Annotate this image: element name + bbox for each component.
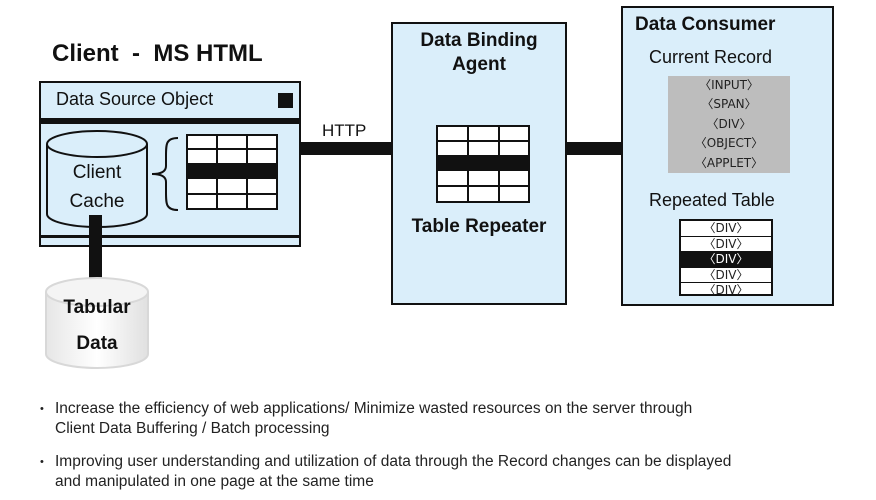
data-consumer-title: Data Consumer — [635, 14, 776, 35]
current-record-item: 〈APPLET〉 — [694, 155, 764, 170]
repeated-table-row: 〈DIV〉 — [681, 237, 771, 253]
client-to-agent-connector — [301, 142, 391, 155]
data-source-square-icon — [278, 93, 293, 108]
tabular-label-line1: Tabular — [63, 297, 131, 318]
tabular-label-line2: Data — [76, 333, 118, 354]
data-source-divider — [41, 118, 299, 124]
repeated-table-row-highlighted: 〈DIV〉 — [681, 252, 771, 268]
client-cache-cylinder — [46, 130, 148, 228]
current-record-label: Current Record — [649, 47, 773, 67]
current-record-item: 〈SPAN〉 — [701, 97, 757, 112]
current-record-item: 〈DIV〉 — [706, 116, 752, 131]
client-cache-label-line2: Cache — [69, 191, 125, 212]
cache-to-tabular-connector — [89, 215, 102, 283]
client-bottom-divider — [41, 235, 299, 238]
client-table-grid — [186, 134, 278, 210]
bullet-item: • Improving user understanding and utili… — [40, 452, 865, 492]
current-record-item: 〈OBJECT〉 — [694, 136, 764, 151]
brace-icon — [151, 137, 179, 211]
bullet-dot-icon: • — [40, 403, 44, 415]
agent-table-grid — [436, 125, 530, 203]
table-repeater-label: Table Repeater — [411, 216, 547, 237]
tabular-data-cylinder — [45, 277, 149, 369]
agent-to-consumer-connector — [567, 142, 621, 155]
current-record-list: 〈INPUT〉 〈SPAN〉 〈DIV〉 〈OBJECT〉 〈APPLET〉 — [668, 76, 790, 173]
http-label: HTTP — [322, 121, 367, 140]
bullet-line: Client Data Buffering / Batch processing — [55, 420, 330, 437]
repeated-table-row: 〈DIV〉 — [681, 268, 771, 284]
repeated-table-row: 〈DIV〉 — [703, 283, 749, 298]
bullet-line: Improving user understanding and utiliza… — [55, 453, 732, 470]
bullet-item: • Increase the efficiency of web applica… — [40, 399, 865, 439]
bullet-line: Increase the efficiency of web applicati… — [55, 400, 693, 417]
agent-title-line1: Data Binding — [420, 30, 538, 51]
client-cache-label-line1: Client — [72, 162, 122, 183]
data-source-object-label: Data Source Object — [56, 89, 214, 109]
bullet-dot-icon: • — [40, 456, 44, 468]
bullet-line: and manipulated in one page at the same … — [55, 473, 374, 490]
client-title: Client - MS HTML — [52, 40, 263, 67]
repeated-table-label: Repeated Table — [649, 190, 775, 210]
current-record-item: 〈INPUT〉 — [699, 78, 759, 92]
repeated-table-row: 〈DIV〉 — [681, 221, 771, 237]
agent-title-line2: Agent — [452, 54, 506, 75]
repeated-table: 〈DIV〉 〈DIV〉 〈DIV〉 〈DIV〉 〈DIV〉 — [679, 219, 773, 298]
